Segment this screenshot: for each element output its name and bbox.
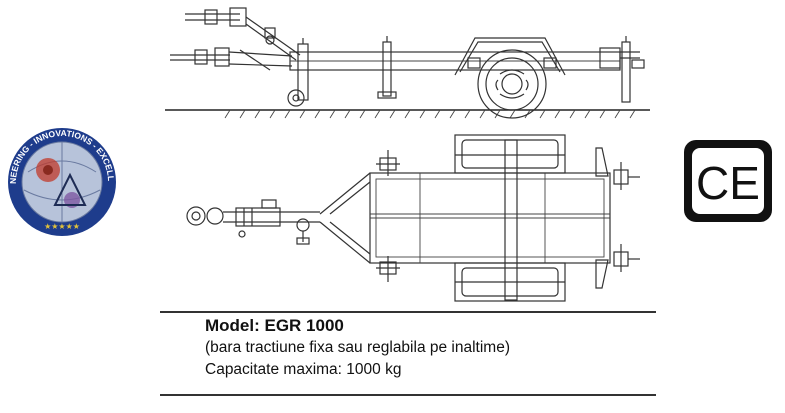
rear-winch: [599, 36, 645, 103]
compass-icon: [53, 172, 87, 206]
ground-hatching: [224, 109, 636, 119]
logo-stars: ★★★★★: [44, 222, 80, 231]
side-wheel: [454, 37, 566, 119]
top-wheel-lower: [454, 262, 566, 302]
upper-drawbar: [185, 7, 301, 61]
lower-drawbar: [170, 47, 293, 71]
caption-top-rule: [160, 311, 656, 313]
top-wheel-upper: [454, 134, 566, 174]
caption-bottom-rule: [160, 394, 656, 396]
rear-stands: [595, 147, 640, 289]
side-view: [165, 7, 650, 119]
jockey-wheel: [287, 38, 309, 107]
top-drawbar: [186, 199, 320, 238]
top-view: [186, 134, 640, 302]
capacity-text: Capacitate maxima: 1000 kg: [205, 361, 402, 378]
top-jockey: [296, 218, 310, 245]
drawbar-note: (bara tractiune fixa sau reglabila pe in…: [205, 339, 510, 356]
axle: [504, 139, 518, 301]
company-logo: ★★★★★ ENGINEERING - INNOVATIONS - EXCELL…: [0, 0, 116, 236]
tow-triangle: [319, 172, 371, 264]
model-name: Model: EGR 1000: [205, 316, 344, 335]
ce-mark: CE: [684, 140, 772, 222]
ce-mark-text: CE: [696, 157, 760, 209]
caption-block: Model: EGR 1000 (bara tractiune fixa sau…: [205, 315, 655, 381]
front-stands: [376, 150, 400, 282]
support-leg: [377, 36, 397, 99]
